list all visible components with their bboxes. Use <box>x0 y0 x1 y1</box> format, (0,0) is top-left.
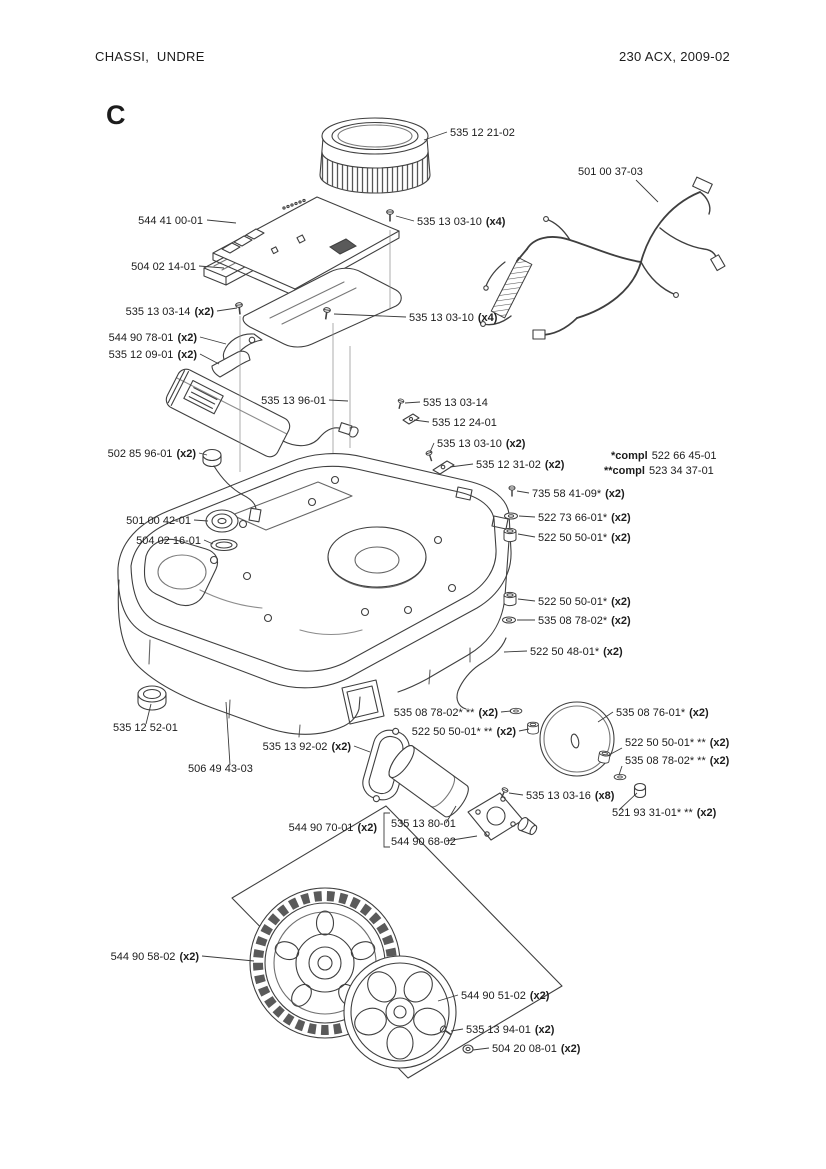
part-label: 544 90 78-01(x2) <box>109 332 198 344</box>
part-drawing-wiring-harness <box>480 176 726 340</box>
part-label: 544 41 00-01 <box>138 215 203 227</box>
part-label: 502 85 96-01(x2) <box>108 448 197 460</box>
part-drawing-top-cover <box>242 267 402 348</box>
part-label: 535 13 92-02(x2) <box>263 741 352 753</box>
part-label: 535 13 03-10(x2) <box>437 438 526 450</box>
part-drawing-speaker <box>205 509 239 533</box>
part-drawing-wheel-hub <box>343 955 457 1069</box>
part-label: 504 02 14-01 <box>131 261 196 273</box>
part-label: 522 73 66-01*(x2) <box>538 512 631 524</box>
page-header-title: CHASSI, UNDRE <box>95 49 205 64</box>
part-label: 535 13 94-01(x2) <box>466 1024 555 1036</box>
part-drawing-wheel-fasteners <box>438 1024 474 1054</box>
part-label: 544 90 68-02 <box>391 836 456 848</box>
part-drawing-seal-ring <box>210 538 238 552</box>
part-label: 535 08 76-01*(x2) <box>616 707 709 719</box>
part-label: 535 12 24-01 <box>432 417 497 429</box>
part-label: 535 12 31-02(x2) <box>476 459 565 471</box>
part-drawing-fastener-stack <box>456 485 518 710</box>
part-label: 735 58 41-09*(x2) <box>532 488 625 500</box>
part-label: 535 12 09-01(x2) <box>109 349 198 361</box>
part-label: 521 93 31-01* **(x2) <box>612 807 717 819</box>
part-label: 544 90 51-02(x2) <box>461 990 550 1002</box>
part-drawing-bracket <box>211 333 263 378</box>
part-label: 501 00 42-01 <box>126 515 191 527</box>
part-label: 522 50 50-01* **(x2) <box>412 726 517 738</box>
part-drawing-screws-and-clips <box>234 208 455 475</box>
part-label: 544 90 70-01(x2) <box>289 822 378 834</box>
part-label: 535 08 78-02*(x2) <box>538 615 631 627</box>
part-label: 535 08 78-02* **(x2) <box>625 755 730 767</box>
part-drawing-support-wheel <box>509 701 647 798</box>
part-drawing-motor <box>388 745 538 841</box>
part-label: 504 20 08-01(x2) <box>492 1043 581 1055</box>
part-label: 506 49 43-03 <box>188 763 253 775</box>
part-label: 535 13 03-16(x8) <box>526 790 615 802</box>
part-drawing-ribbed-cap <box>319 117 431 194</box>
part-label: 522 50 50-01*(x2) <box>538 596 631 608</box>
page-header-model: 230 ACX, 2009-02 <box>618 49 730 64</box>
part-label: 535 13 03-14(x2) <box>126 306 215 318</box>
part-label: 504 02 16-01 <box>136 535 201 547</box>
part-label: 535 13 96-01 <box>261 395 326 407</box>
part-drawing-circuit-board <box>203 196 400 297</box>
part-label: 535 13 80-01 <box>391 818 456 830</box>
part-label: 501 00 37-03 <box>578 166 643 178</box>
part-label: 522 50 48-01*(x2) <box>530 646 623 658</box>
part-label: 535 13 03-10(x4) <box>409 312 498 324</box>
part-drawing-cap <box>137 685 167 711</box>
part-drawing-battery <box>165 368 359 458</box>
part-label: 535 13 03-14 <box>423 397 488 409</box>
part-label: 544 90 58-02(x2) <box>111 951 200 963</box>
leader-lines <box>145 131 659 1051</box>
part-label: 535 08 78-02* **(x2) <box>394 707 499 719</box>
part-label: 522 50 50-01*(x2) <box>538 532 631 544</box>
part-label: 522 50 50-01* **(x2) <box>625 737 730 749</box>
part-labels: 535 12 21-02 501 00 37-03 544 41 00-01 5… <box>108 127 730 1055</box>
part-drawing-sensor <box>202 448 262 523</box>
part-label: 535 12 21-02 <box>450 127 515 139</box>
part-label: 535 13 03-10(x4) <box>417 216 506 228</box>
section-label: C <box>106 100 126 130</box>
part-label: 535 12 52-01 <box>113 722 178 734</box>
part-drawing-chassis <box>117 453 512 738</box>
assembly-alignment-lines <box>239 230 391 472</box>
